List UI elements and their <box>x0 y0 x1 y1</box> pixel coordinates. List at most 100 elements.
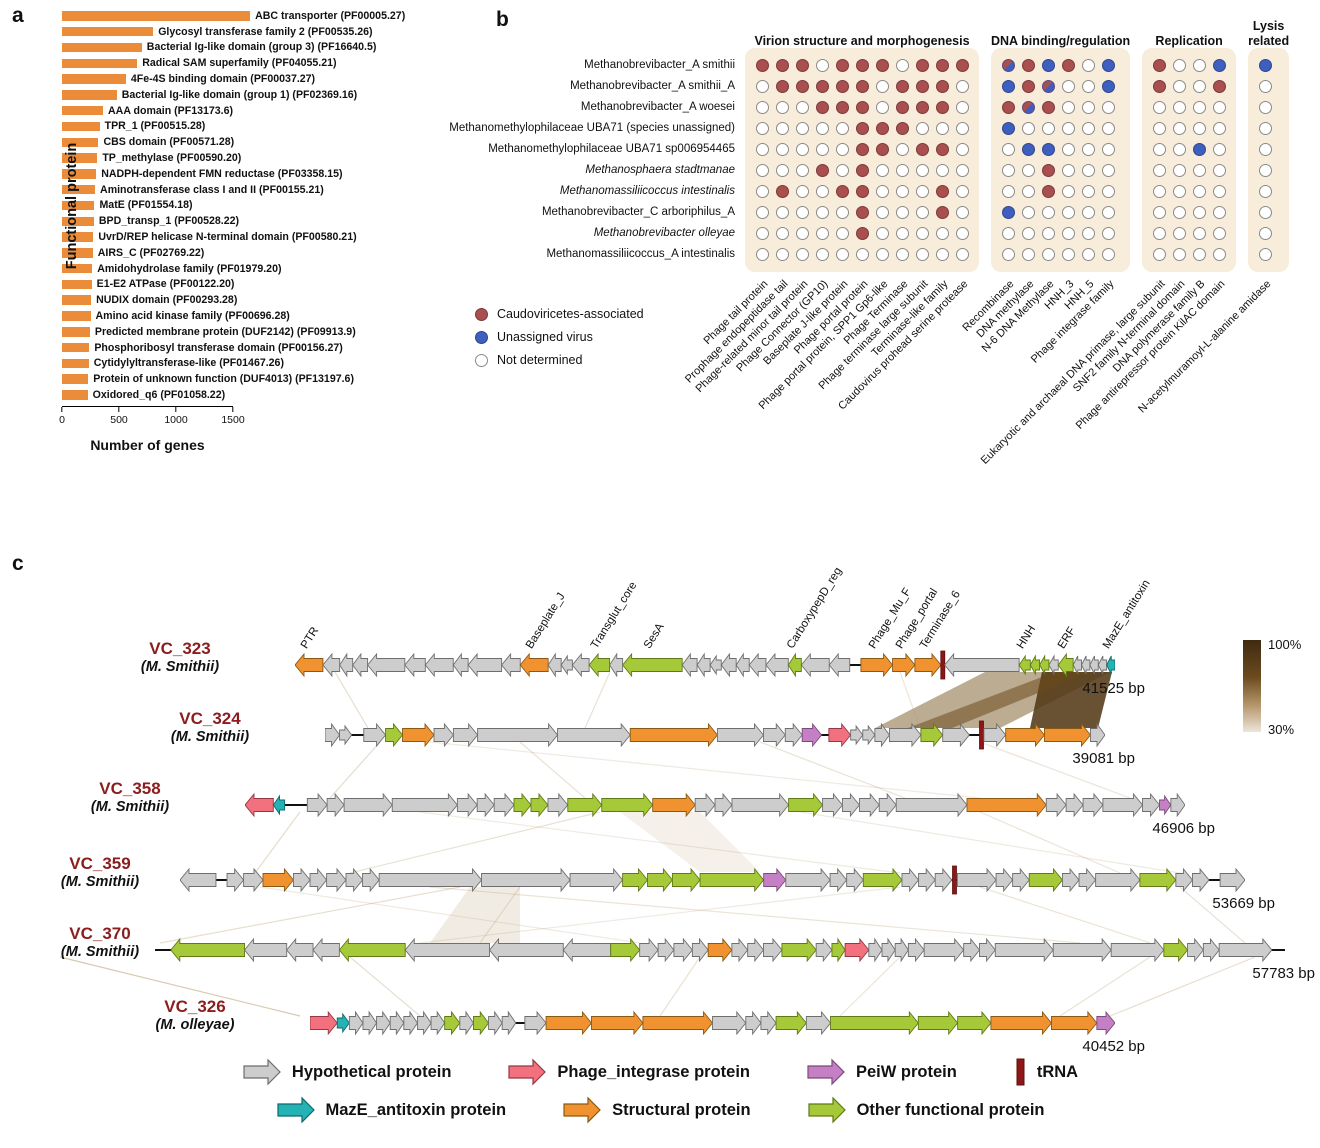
matrix-dot <box>915 59 929 72</box>
matrix-cell <box>952 118 972 139</box>
matrix-dot <box>1041 164 1055 177</box>
species-row-label: Methanomassiliicoccus intestinalis <box>559 185 735 197</box>
gene-arrow-H <box>1061 867 1080 893</box>
matrix-dot <box>915 143 929 156</box>
matrix-cell <box>1209 76 1229 97</box>
contig-length: 46906 bp <box>1152 820 1215 837</box>
not-determined-dot-icon <box>475 353 488 367</box>
bar <box>62 121 100 132</box>
matrix-dot <box>1152 80 1166 93</box>
matrix-cell <box>852 97 872 118</box>
unassigned-virus-dot-icon <box>475 330 488 344</box>
matrix-dot <box>855 80 869 93</box>
matrix-dot <box>1192 185 1206 198</box>
legend-item-caudoviricetes: Caudoviricetes-associated <box>475 307 644 321</box>
gene-arrow-H <box>881 937 896 963</box>
trna-mark <box>979 720 984 750</box>
matrix-cell <box>832 160 852 181</box>
gene-arrow-swatch-icon <box>276 1096 315 1124</box>
matrix-cell <box>1058 202 1078 223</box>
matrix-dot <box>1021 248 1035 261</box>
bar-label: Protein of unknown function (DUF4013) (P… <box>93 373 354 386</box>
matrix-cell <box>1098 244 1118 265</box>
matrix-dot <box>1061 206 1075 219</box>
matrix-cell <box>812 118 832 139</box>
gene-arrow-H <box>850 724 864 746</box>
matrix-cell <box>998 244 1018 265</box>
gene-arrow-O <box>1139 867 1177 893</box>
matrix-cell <box>812 244 832 265</box>
matrix-cell <box>772 55 792 76</box>
gene-arrow-H <box>524 1010 547 1036</box>
matrix-cell <box>1149 97 1169 118</box>
bar-chart-y-axis-title: Functional protein <box>64 142 80 270</box>
x-axis-tick <box>232 406 234 412</box>
matrix-cell <box>852 118 872 139</box>
matrix-cell <box>1189 223 1209 244</box>
bar-row: UvrD/REP helicase N-terminal domain (PF0… <box>62 229 455 245</box>
matrix-dot <box>955 101 969 114</box>
gene-arrow-H <box>1095 867 1141 893</box>
bar-label: Bacterial Ig-like domain (group 1) (PF02… <box>121 88 358 101</box>
x-axis-tick-label: 500 <box>110 413 128 426</box>
matrix-dot <box>915 122 929 135</box>
matrix-cell <box>892 223 912 244</box>
matrix-cell <box>1189 181 1209 202</box>
matrix-column-labels: N-acetylmuramoyl-L-alanine amidase <box>1136 278 1289 496</box>
gene-arrow-H <box>243 937 288 963</box>
matrix-cell <box>1018 139 1038 160</box>
matrix-dot <box>1152 248 1166 261</box>
matrix-cell <box>872 76 892 97</box>
matrix-dot <box>1172 59 1186 72</box>
gene-arrow-H <box>805 1010 832 1036</box>
matrix-cell <box>752 181 772 202</box>
matrix-dot <box>1172 143 1186 156</box>
gene-arrow-H <box>745 1010 762 1036</box>
bar-row: Radical SAM superfamily (PF04055.21) <box>62 55 455 71</box>
contig-name: VC_370 <box>69 924 131 943</box>
matrix-dot <box>1001 143 1015 156</box>
matrix-dot <box>755 80 769 93</box>
matrix-cell <box>892 139 912 160</box>
matrix-dot <box>1172 80 1186 93</box>
matrix-dot <box>1212 80 1226 93</box>
matrix-dot <box>1021 59 1035 72</box>
gene-arrow-P <box>801 722 823 748</box>
matrix-dot <box>1101 248 1115 261</box>
matrix-dot <box>795 122 809 135</box>
matrix-dot <box>855 227 869 240</box>
matrix-cell <box>1038 55 1058 76</box>
gene-arrow-S <box>892 652 916 678</box>
synteny-line <box>1059 956 1151 1017</box>
matrix-cell <box>772 76 792 97</box>
matrix-dot <box>1081 59 1095 72</box>
gene-arrow-H <box>714 792 733 818</box>
genome-track-svg <box>325 720 1105 750</box>
gene-arrow-I <box>844 937 870 963</box>
matrix-dot <box>875 164 889 177</box>
matrix-dot <box>1258 101 1272 114</box>
synteny-line <box>799 811 1181 874</box>
matrix-cell <box>1078 181 1098 202</box>
matrix-cell <box>872 139 892 160</box>
gene-arrow-H <box>403 1010 418 1036</box>
matrix-dot <box>1212 185 1226 198</box>
matrix-dot <box>955 206 969 219</box>
gene-arrow-swatch-icon <box>243 1058 281 1086</box>
bar <box>62 153 98 163</box>
gene-arrow-H <box>476 792 495 818</box>
matrix-dot <box>1101 227 1115 240</box>
gene-arrow-I <box>245 792 274 818</box>
synteny-quad <box>908 672 1090 728</box>
bar-row: BPD_transp_1 (PF00528.22) <box>62 213 455 229</box>
matrix-dot <box>915 227 929 240</box>
gene-arrow-H <box>944 652 1020 678</box>
matrix-cell <box>832 244 852 265</box>
matrix-cell <box>792 55 812 76</box>
matrix-cell <box>952 160 972 181</box>
species-row-label: Methanobrevibacter_A woesei <box>580 101 735 113</box>
contig-length: 57783 bp <box>1252 965 1315 982</box>
matrix-dot <box>1152 59 1166 72</box>
matrix-cell <box>1038 139 1058 160</box>
gene-arrow-O <box>601 792 654 818</box>
